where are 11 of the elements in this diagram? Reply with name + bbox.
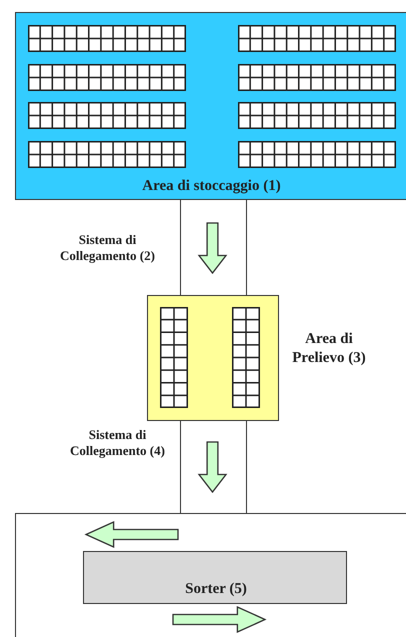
area-label: Sorter (5) bbox=[184, 580, 248, 599]
picking-area bbox=[147, 295, 279, 421]
area-label: Area di stoccaggio (1) bbox=[141, 177, 282, 196]
arrow bbox=[199, 222, 226, 272]
area-caption: Sistema di Collegamento (2) bbox=[59, 232, 156, 264]
area-caption: Area di Prelievo (3) bbox=[291, 330, 367, 368]
sorter-box bbox=[83, 551, 347, 604]
sorter-hall bbox=[15, 513, 406, 637]
storage-area bbox=[15, 12, 406, 200]
arrow bbox=[199, 442, 226, 492]
area-caption: Sistema di Collegamento (4) bbox=[69, 427, 166, 460]
